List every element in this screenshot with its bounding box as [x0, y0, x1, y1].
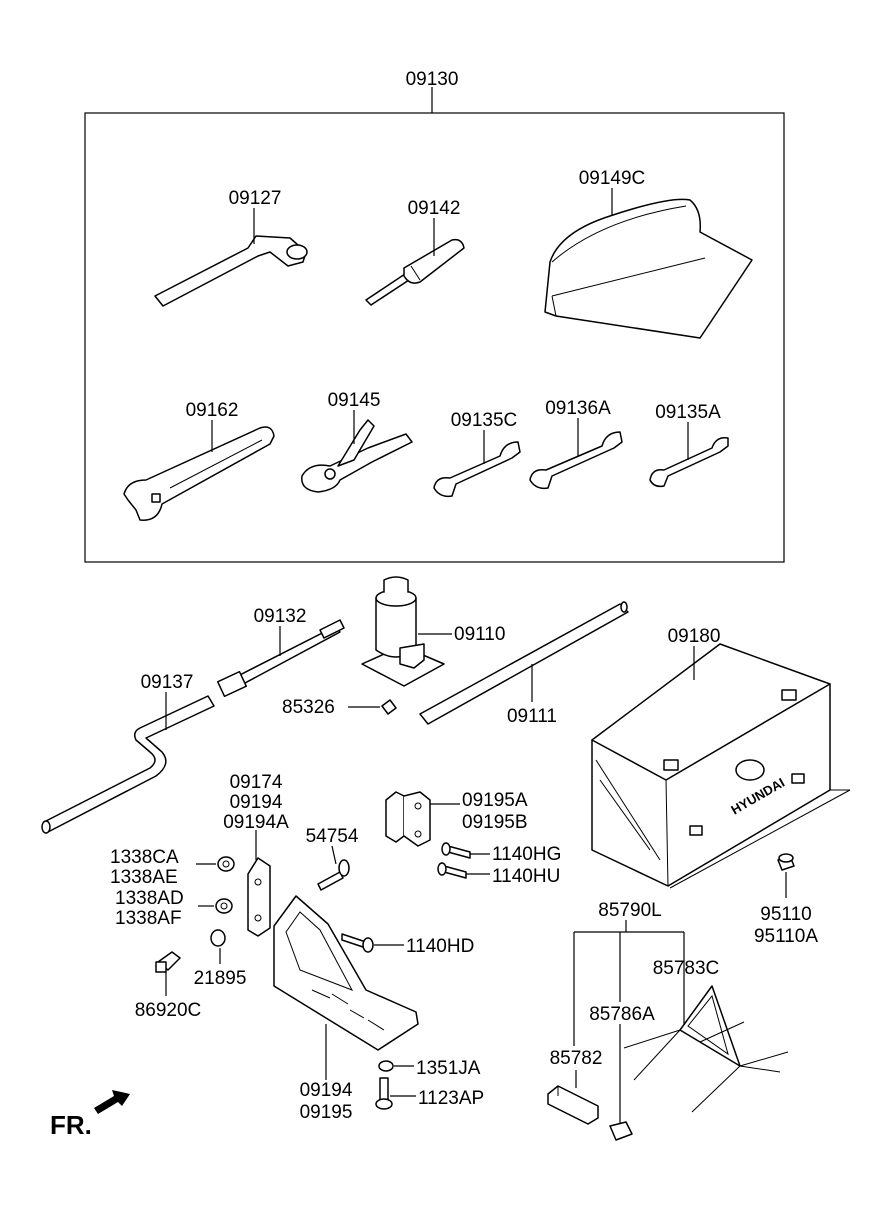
label-09194a[interactable]: 09194A	[223, 812, 289, 833]
label-85783c[interactable]: 85783C	[653, 958, 720, 979]
tool-kit-group: 09130	[84, 69, 785, 563]
case-85786a-part: 85786A	[589, 1004, 655, 1141]
bolt-1123ap-part: 1123AP	[375, 1077, 484, 1110]
front-direction-marker: FR.	[50, 1090, 130, 1140]
spanner-09135c-part: 09135C	[433, 410, 521, 498]
label-95110[interactable]: 95110	[760, 904, 811, 925]
label-09137[interactable]: 09137	[141, 672, 194, 693]
nut-21895-part: 21895	[194, 929, 247, 989]
label-86920c[interactable]: 86920C	[135, 1000, 202, 1021]
label-85786a[interactable]: 85786A	[589, 1004, 655, 1025]
screwdriver-part: 09142	[365, 198, 465, 306]
label-85782[interactable]: 85782	[550, 1048, 603, 1069]
bolt-1140hg-part: 1140HG	[441, 842, 561, 865]
nut-1338ca-part: 1338CA 1338AE	[110, 847, 235, 888]
spanner-09135a-part: 09135A	[649, 402, 729, 488]
label-09135a[interactable]: 09135A	[655, 402, 721, 423]
label-1338ca[interactable]: 1338CA	[110, 847, 179, 868]
direction-label: FR.	[50, 1110, 92, 1140]
nut-1338ad-part: 1338AD 1338AF	[115, 888, 233, 929]
label-09132[interactable]: 09132	[254, 606, 307, 627]
label-09195[interactable]: 09195	[300, 1102, 353, 1123]
label-09149c[interactable]: 09149C	[579, 168, 646, 189]
tool-box-part: HYUNDAI 09180	[591, 626, 851, 889]
label-09110[interactable]: 09110	[454, 624, 505, 645]
label-09180[interactable]: 09180	[668, 626, 721, 647]
label-1351ja[interactable]: 1351JA	[416, 1058, 481, 1079]
label-09194[interactable]: 09194	[300, 1080, 353, 1101]
bracket-09194-part: 09194 09195	[273, 895, 419, 1123]
label-1123ap[interactable]: 1123AP	[418, 1088, 484, 1109]
jack-rod-part: 09111	[419, 601, 629, 727]
case-85782-part: 85782	[547, 1048, 603, 1125]
bracket-09174-part: 09174 09194 09194A	[223, 772, 289, 937]
clip-86920c-part: 86920C	[135, 951, 202, 1021]
bolt-1140hu-part: 1140HU	[437, 862, 560, 887]
label-09130[interactable]: 09130	[406, 69, 459, 90]
tool-bag-part: 09149C	[544, 168, 753, 339]
label-95110a[interactable]: 95110A	[754, 926, 818, 947]
kit-frame	[84, 112, 785, 563]
label-1338ad[interactable]: 1338AD	[115, 888, 184, 909]
extension-bar-part: 09132	[216, 606, 345, 698]
label-1338af[interactable]: 1338AF	[115, 908, 182, 929]
label-09135c[interactable]: 09135C	[451, 410, 518, 431]
label-1140hu[interactable]: 1140HU	[492, 866, 560, 887]
label-09142[interactable]: 09142	[408, 198, 461, 219]
label-54754[interactable]: 54754	[306, 826, 359, 847]
label-85326[interactable]: 85326	[282, 697, 335, 718]
label-85790l[interactable]: 85790L	[598, 900, 661, 921]
label-09127[interactable]: 09127	[229, 188, 282, 209]
label-09195a[interactable]: 09195A	[462, 790, 528, 811]
wheel-wrench-part: 09127	[154, 188, 308, 307]
label-09195b[interactable]: 09195B	[462, 812, 528, 833]
label-09162[interactable]: 09162	[186, 400, 239, 421]
label-09111[interactable]: 09111	[507, 706, 557, 727]
clip-85326-part: 85326	[282, 697, 397, 718]
cap-95110-part: 95110 95110A	[754, 853, 818, 947]
arrow-icon	[94, 1090, 130, 1114]
jack-handle-part: 09137	[41, 672, 215, 834]
label-09194-top[interactable]: 09194	[230, 792, 283, 813]
jack-part: 09110	[361, 576, 505, 687]
triangle-kit-group: 85790L	[573, 900, 685, 1124]
label-1140hd[interactable]: 1140HD	[406, 936, 474, 957]
leader-54754	[331, 845, 337, 865]
label-09145[interactable]: 09145	[328, 390, 381, 411]
adjustable-wrench-part: 09162	[123, 400, 275, 521]
spanner-09136a-part: 09136A	[529, 398, 623, 490]
label-09136a[interactable]: 09136A	[545, 398, 611, 419]
pliers-part: 09145	[301, 390, 413, 493]
warning-triangle-part: 85783C	[623, 958, 789, 1113]
label-09174[interactable]: 09174	[230, 772, 283, 793]
label-21895[interactable]: 21895	[194, 968, 247, 989]
bolt-1140hd-part: 1140HD	[341, 933, 474, 957]
label-1140hg[interactable]: 1140HG	[492, 844, 561, 865]
washer-1351ja-part: 1351JA	[378, 1058, 481, 1079]
holder-09195-part: 09195A 09195B	[385, 790, 528, 847]
clip-54754-part: 54754	[306, 826, 359, 891]
label-1338ae[interactable]: 1338AE	[110, 867, 178, 888]
